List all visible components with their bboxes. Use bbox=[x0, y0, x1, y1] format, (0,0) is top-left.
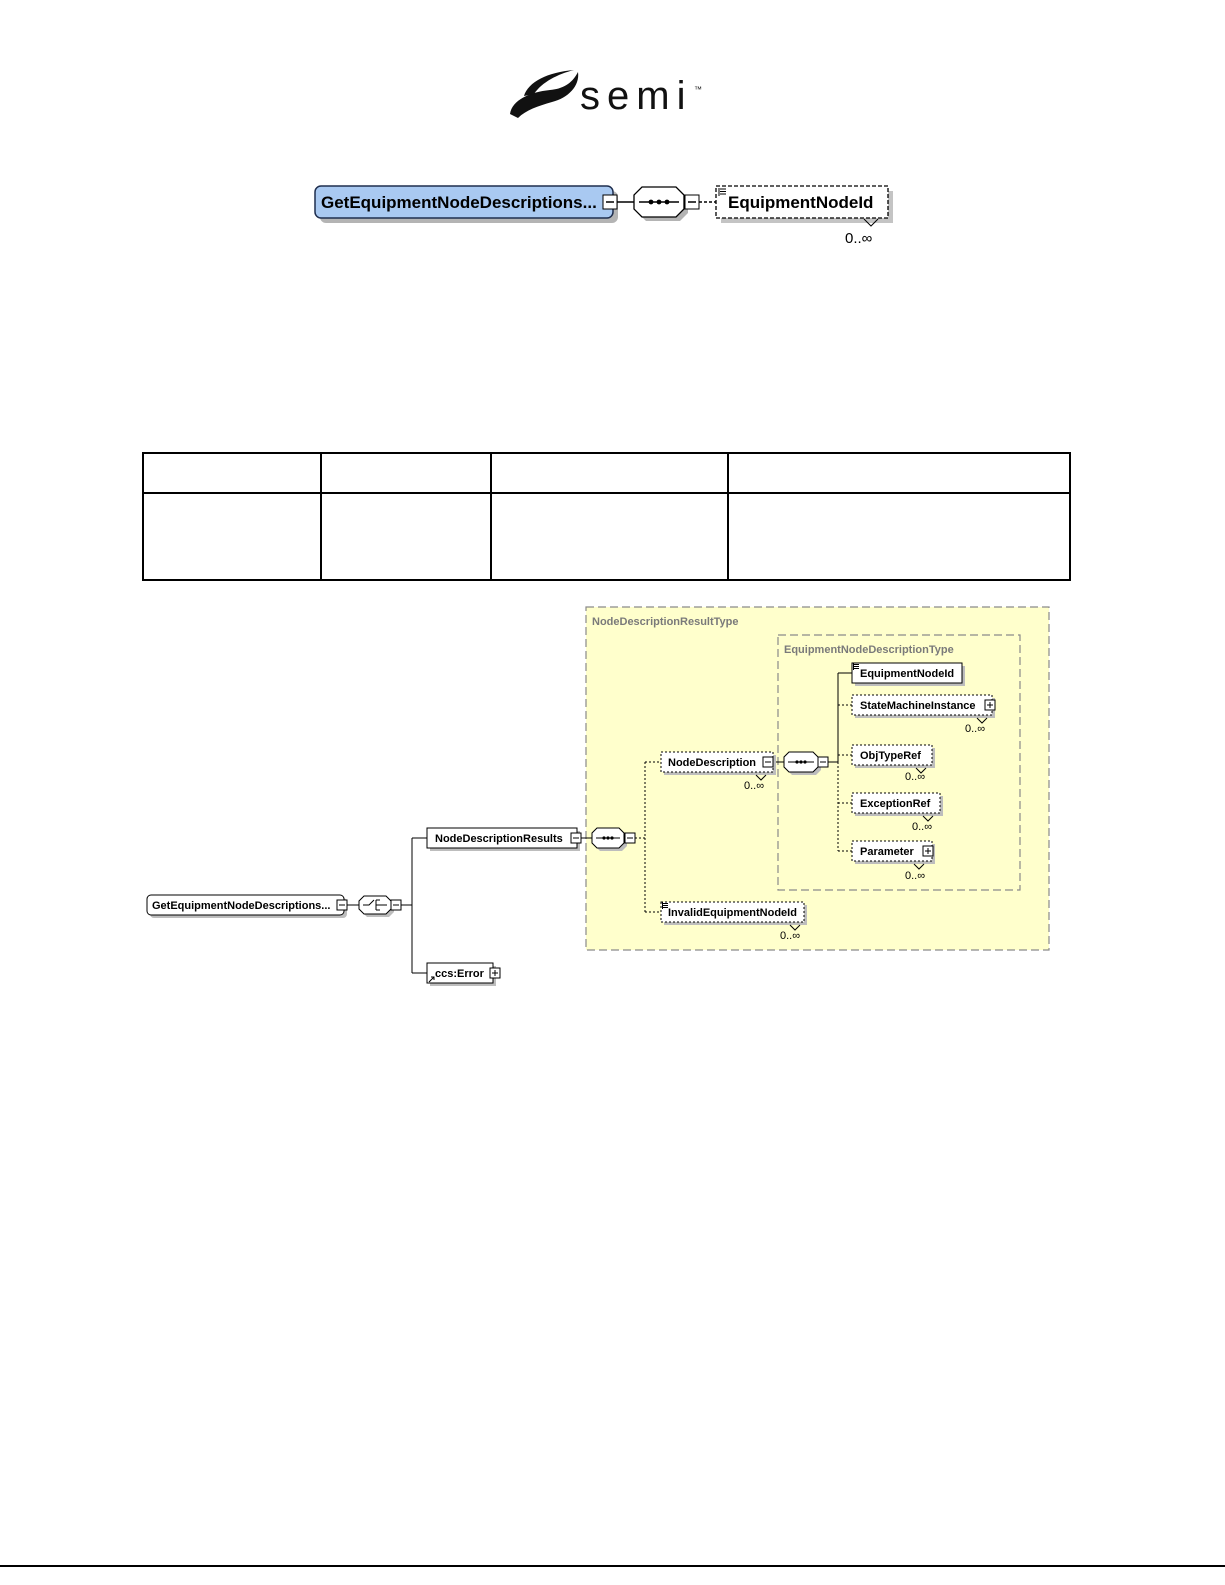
sequence-dot bbox=[606, 836, 610, 840]
repeat-notch bbox=[755, 774, 767, 781]
repeat-notch bbox=[913, 863, 925, 870]
outer-type-box bbox=[585, 606, 1050, 951]
sequence-compositor bbox=[591, 827, 636, 851]
table-header-cell bbox=[490, 452, 729, 494]
element-label: ExceptionRef bbox=[860, 798, 931, 810]
sequence-dot bbox=[610, 836, 614, 840]
plus-glyph bbox=[987, 702, 993, 708]
top-child-element: EquipmentNodeId 0..∞ bbox=[715, 185, 893, 247]
text-content-icon bbox=[853, 663, 859, 670]
table-cell bbox=[142, 492, 322, 581]
sequence-compositor bbox=[783, 751, 829, 775]
element-cardinality: 0..∞ bbox=[780, 930, 800, 942]
obj-type-ref-element: ObjTypeRef 0..∞ bbox=[851, 744, 935, 783]
sequence-dot bbox=[795, 760, 799, 764]
element-cardinality: 0..∞ bbox=[744, 780, 764, 792]
outer-type-label: NodeDescriptionResultType bbox=[592, 616, 739, 628]
top-sequence-collapse-toggle bbox=[684, 194, 700, 210]
connectors bbox=[347, 672, 852, 974]
sequence-dot bbox=[648, 199, 654, 205]
element-cardinality: 0..∞ bbox=[905, 870, 925, 882]
choice-switch-icon bbox=[363, 899, 387, 911]
choice-compositor bbox=[358, 895, 402, 917]
text-content-icon bbox=[718, 188, 726, 196]
compositor-shape bbox=[358, 895, 392, 915]
table-header-cell bbox=[142, 452, 322, 494]
plus-glyph bbox=[925, 848, 931, 854]
text-content-icon bbox=[662, 902, 668, 909]
element-cardinality: 0..∞ bbox=[965, 723, 985, 735]
reference-arrow-icon bbox=[428, 976, 435, 983]
bottom-root-label: GetEquipmentNodeDescriptions... bbox=[152, 900, 330, 912]
repeat-notch bbox=[789, 924, 801, 931]
top-schema-diagram: GetEquipmentNodeDescriptions... bbox=[314, 185, 893, 247]
table-header-row bbox=[142, 452, 1071, 494]
logo-trademark: ™ bbox=[694, 85, 702, 94]
logo-wordmark: semi bbox=[580, 74, 692, 118]
inner-type-label: EquipmentNodeDescriptionType bbox=[784, 644, 954, 656]
element-label: InvalidEquipmentNodeId bbox=[668, 907, 797, 919]
logo-swoosh-upper bbox=[524, 70, 574, 96]
bottom-root-element: GetEquipmentNodeDescriptions... bbox=[146, 894, 348, 918]
element-cardinality: 0..∞ bbox=[912, 821, 932, 833]
table-header-cell bbox=[727, 452, 1071, 494]
top-child-label: EquipmentNodeId bbox=[728, 193, 873, 212]
logo-swoosh-lower bbox=[510, 72, 579, 118]
sequence-dot bbox=[664, 199, 670, 205]
bottom-schema-diagram: NodeDescriptionResultType EquipmentNodeD… bbox=[146, 606, 1050, 986]
element-box bbox=[851, 662, 963, 684]
state-machine-instance-element: StateMachineInstance 0..∞ bbox=[851, 694, 996, 735]
node-description-results-element: NodeDescriptionResults bbox=[426, 827, 582, 851]
table-header-cell bbox=[320, 452, 492, 494]
top-root-label: GetEquipmentNodeDescriptions... bbox=[321, 193, 597, 212]
page-bottom-rule bbox=[0, 1565, 1225, 1567]
parameter-element: Parameter 0..∞ bbox=[851, 840, 935, 882]
element-label: NodeDescriptionResults bbox=[435, 833, 563, 845]
sequence-dot bbox=[656, 199, 662, 205]
repeat-notch bbox=[922, 815, 934, 822]
invalid-equipment-node-id-element: InvalidEquipmentNodeId 0..∞ bbox=[660, 901, 807, 942]
repeat-notch bbox=[863, 218, 879, 227]
element-box bbox=[660, 901, 805, 923]
top-child-cardinality: 0..∞ bbox=[845, 230, 873, 247]
element-box bbox=[851, 744, 933, 766]
table-row bbox=[142, 492, 1071, 581]
equipment-node-id-element: EquipmentNodeId bbox=[851, 662, 965, 686]
exception-ref-element: ExceptionRef 0..∞ bbox=[851, 792, 943, 833]
table-cell bbox=[490, 492, 729, 581]
element-label: Parameter bbox=[860, 846, 915, 858]
top-sequence-compositor bbox=[633, 186, 688, 221]
top-root-element: GetEquipmentNodeDescriptions... bbox=[314, 185, 618, 223]
element-cardinality: 0..∞ bbox=[905, 771, 925, 783]
repeat-notch bbox=[915, 767, 927, 774]
sequence-dot bbox=[602, 836, 606, 840]
repeat-notch bbox=[976, 717, 988, 724]
table-cell bbox=[320, 492, 492, 581]
outer-type-group: NodeDescriptionResultType bbox=[585, 606, 1050, 951]
top-root-collapse-toggle bbox=[602, 194, 618, 210]
node-description-element: NodeDescription 0..∞ bbox=[660, 751, 776, 792]
data-table bbox=[142, 452, 1071, 581]
element-label: NodeDescription bbox=[668, 757, 756, 769]
element-box bbox=[851, 792, 941, 814]
element-label: EquipmentNodeId bbox=[860, 668, 954, 680]
element-label: ObjTypeRef bbox=[860, 750, 921, 762]
element-label: StateMachineInstance bbox=[860, 700, 976, 712]
sequence-dot bbox=[803, 760, 807, 764]
top-child-box bbox=[715, 185, 889, 219]
table-cell bbox=[727, 492, 1071, 581]
sequence-dot bbox=[799, 760, 803, 764]
semi-logo: semi ™ bbox=[510, 70, 702, 118]
error-element: ccs:Error bbox=[426, 962, 501, 986]
plus-glyph bbox=[492, 970, 498, 976]
element-label: ccs:Error bbox=[435, 968, 485, 980]
